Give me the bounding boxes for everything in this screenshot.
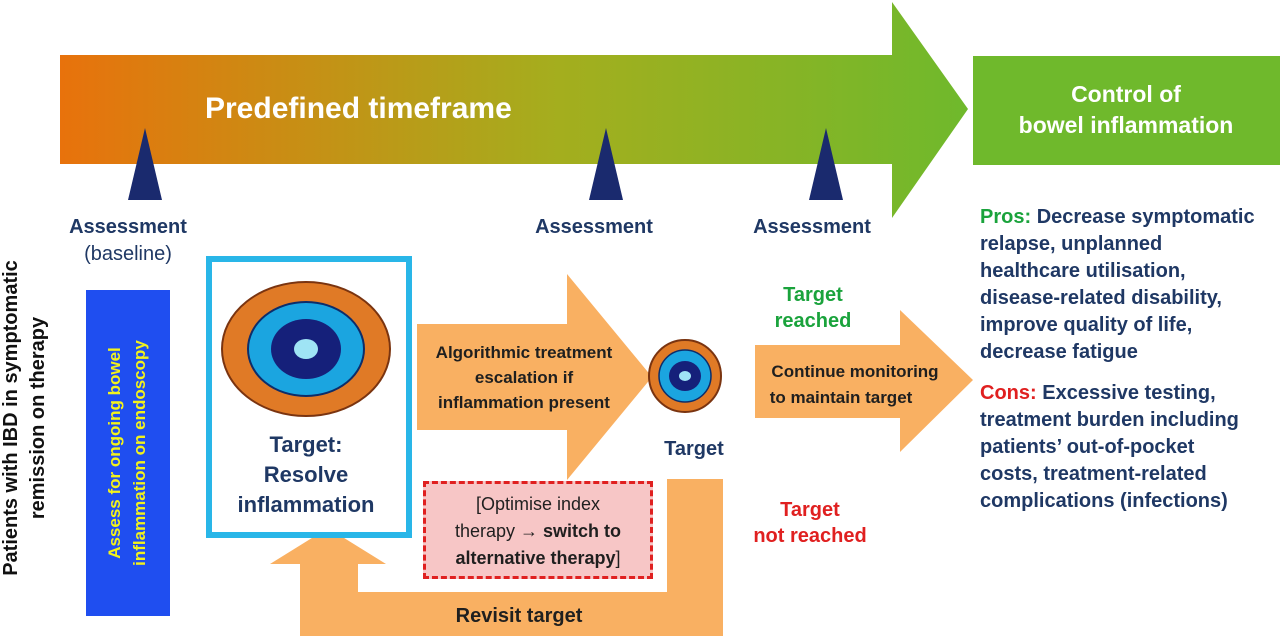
continue-arrow bbox=[755, 310, 973, 452]
control-line2: bowel inflammation bbox=[1019, 112, 1234, 138]
optimise-part5: ] bbox=[615, 548, 621, 568]
timeframe-label: Predefined timeframe bbox=[205, 92, 512, 125]
pros-line: decrease fatigue bbox=[980, 341, 1138, 363]
optimise-part2: therapy bbox=[454, 521, 515, 541]
assessment-3-title: Assessment bbox=[753, 216, 871, 238]
control-box bbox=[973, 56, 1280, 165]
small-target-label: Target bbox=[664, 438, 724, 460]
revisit-arrow bbox=[270, 479, 723, 636]
optimise-part3: switch to bbox=[543, 521, 622, 541]
assessment-baseline-sub: (baseline) bbox=[84, 243, 172, 265]
assessment-marker-2 bbox=[589, 128, 623, 200]
continue-line2: to maintain target bbox=[770, 388, 913, 407]
cons-line: treatment burden including bbox=[980, 409, 1239, 431]
assessment-2-title: Assessment bbox=[535, 216, 653, 238]
pros-block: Pros: Decrease symptomatic relapse, unpl… bbox=[980, 204, 1280, 366]
optimise-text: [Optimise index therapy → switch to alte… bbox=[423, 491, 653, 572]
target-box-line2: Resolve bbox=[264, 462, 348, 487]
cons-line: patients’ out-of-pocket bbox=[980, 436, 1195, 458]
revisit-label: Revisit target bbox=[456, 605, 583, 627]
pros-line: healthcare utilisation, bbox=[980, 260, 1186, 282]
cons-line: Excessive testing, bbox=[1042, 382, 1216, 404]
optimise-part4: alternative therapy bbox=[455, 548, 616, 568]
escalation-line3: inflammation present bbox=[438, 393, 610, 412]
assessment-marker-baseline bbox=[128, 128, 162, 200]
pros-cons-panel: Pros: Decrease symptomatic relapse, unpl… bbox=[980, 204, 1280, 515]
continue-line1: Continue monitoring bbox=[771, 362, 938, 381]
cons-heading: Cons: bbox=[980, 382, 1037, 404]
escalation-arrow bbox=[417, 274, 652, 480]
small-bullseye-icon bbox=[648, 339, 722, 413]
reached-line1: Target bbox=[783, 284, 843, 306]
cons-line: costs, treatment-related bbox=[980, 463, 1207, 485]
pros-line: Decrease symptomatic bbox=[1036, 206, 1255, 228]
side-label-line2: remission on therapy bbox=[27, 316, 49, 519]
pros-line: improve quality of life, bbox=[980, 314, 1193, 336]
timeframe-arrow bbox=[60, 2, 968, 218]
optimise-part1: [Optimise index bbox=[475, 494, 601, 514]
side-label-line1: Patients with IBD in symptomatic bbox=[0, 260, 22, 576]
escalation-line1: Algorithmic treatment bbox=[436, 343, 613, 362]
reached-line2: reached bbox=[775, 310, 852, 332]
optimise-arrow-icon: → bbox=[520, 521, 539, 541]
assess-box-line1: Assess for ongoing bowel bbox=[105, 347, 124, 559]
not-reached-line1: Target bbox=[780, 499, 840, 521]
pros-line: relapse, unplanned bbox=[980, 233, 1163, 255]
control-line1: Control of bbox=[1071, 81, 1181, 107]
escalation-line2: escalation if bbox=[475, 368, 574, 387]
assessment-baseline-title: Assessment bbox=[69, 216, 187, 238]
assess-box bbox=[86, 290, 170, 616]
target-box-line3: inflammation bbox=[238, 492, 375, 517]
cons-block: Cons: Excessive testing, treatment burde… bbox=[980, 380, 1280, 515]
optimise-box bbox=[423, 481, 653, 579]
bullseye-icon bbox=[221, 281, 391, 417]
target-box-line1: Target: bbox=[270, 432, 343, 457]
pros-line: disease-related disability, bbox=[980, 287, 1222, 309]
assess-box-line2: inflammation on endoscopy bbox=[130, 340, 149, 566]
not-reached-line2: not reached bbox=[753, 525, 866, 547]
pros-heading: Pros: bbox=[980, 206, 1032, 228]
cons-line: complications (infections) bbox=[980, 490, 1228, 512]
assessment-marker-3 bbox=[809, 128, 843, 200]
